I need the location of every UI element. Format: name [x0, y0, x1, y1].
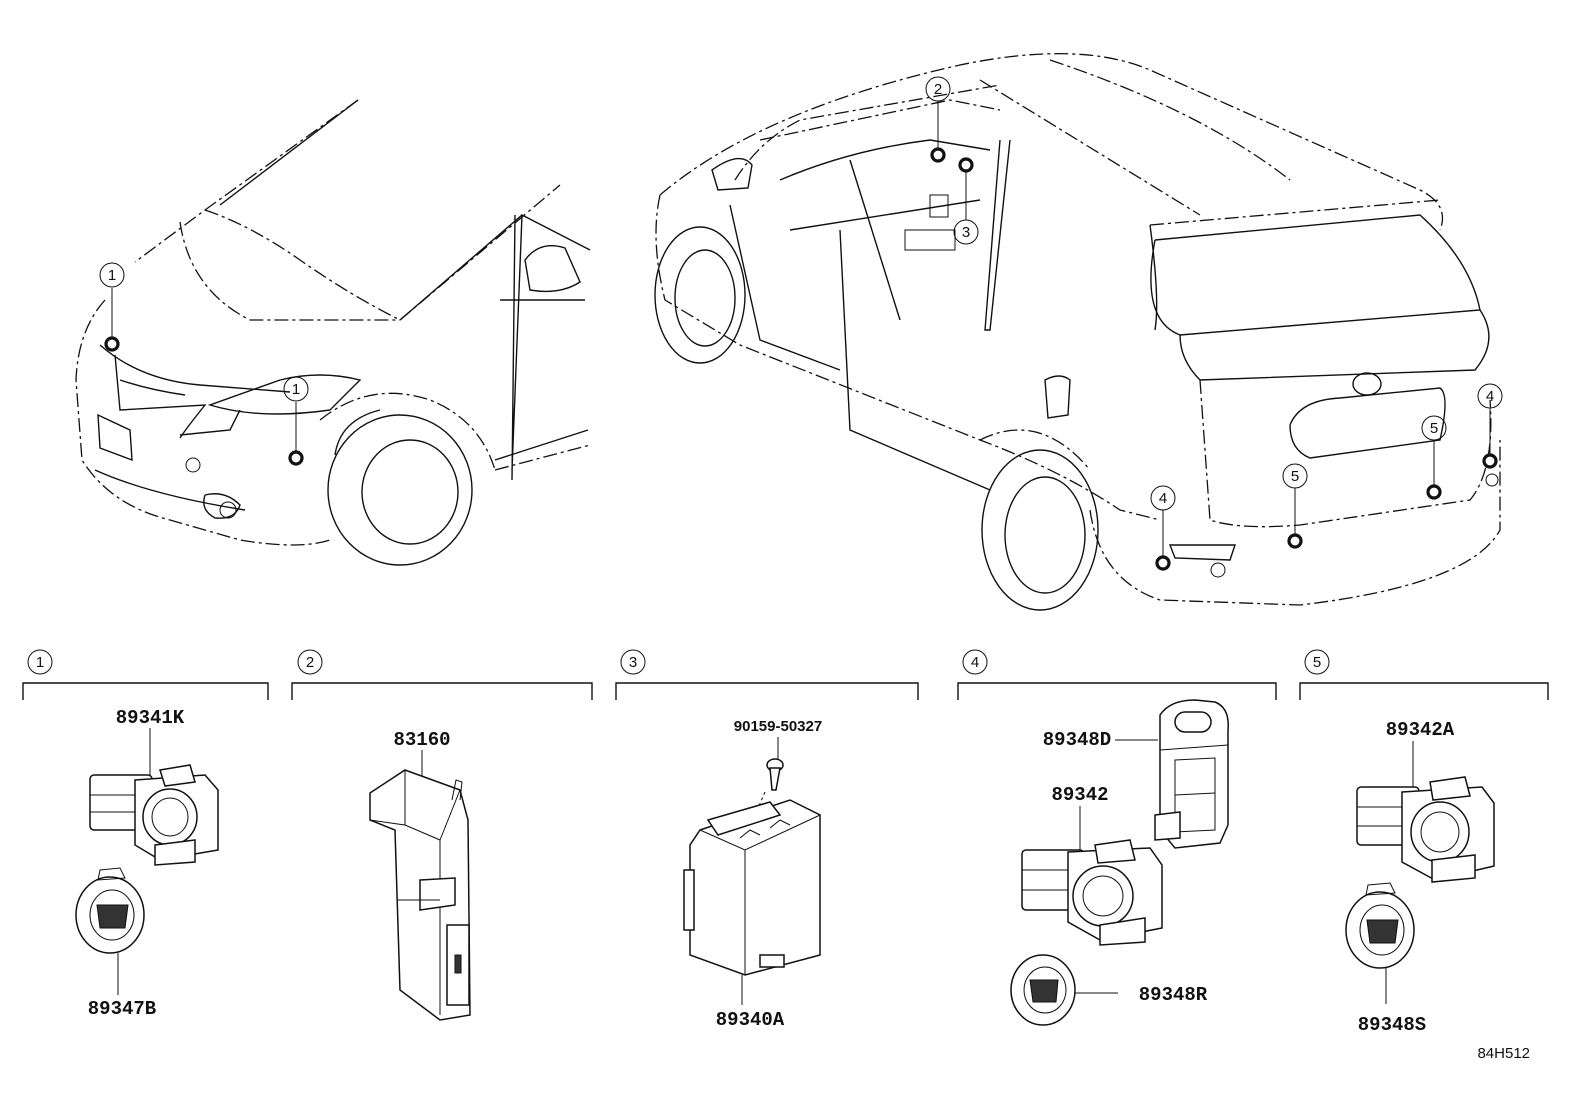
sensor-location-marker	[1155, 555, 1171, 571]
diagram-reference-code: 84H512	[1477, 1045, 1530, 1062]
group-headers: 1 2 3 4 5	[22, 649, 1549, 700]
part-number-89347B: 89347B	[88, 998, 156, 1020]
rear-callout-4-left: 4	[1159, 490, 1167, 507]
rear-vehicle-illustration: 2 3 4 5 5 4	[654, 53, 1503, 611]
sensor-retainer-illustration	[75, 867, 145, 954]
sensor-location-marker	[1287, 533, 1303, 549]
group-3-parts: 90159-50327 89340A	[683, 718, 822, 1031]
sensor-location-marker	[1482, 453, 1498, 469]
rear-callout-2: 2	[934, 81, 942, 98]
group-3-number: 3	[629, 654, 637, 671]
part-number-89340A: 89340A	[716, 1009, 785, 1031]
rear-callout-5-right: 5	[1430, 420, 1438, 437]
clearance-sonar-switch-illustration	[369, 769, 471, 1021]
front-callout-1-right: 1	[292, 381, 300, 398]
screw-illustration	[766, 758, 784, 791]
ultrasonic-sensor-illustration	[1021, 839, 1163, 946]
front-callout-1-left: 1	[108, 267, 116, 284]
group-2-parts: 83160	[369, 729, 471, 1021]
group-1-parts: 89341K 89347B	[75, 707, 219, 1020]
group-5-parts: 89342A 89348S	[1345, 719, 1495, 1036]
sensor-location-marker	[958, 157, 974, 173]
group-4-parts: 89348D 89342 89348R	[1010, 699, 1229, 1026]
sensor-retainer-illustration	[1345, 882, 1415, 969]
sensor-location-marker	[104, 336, 120, 352]
sensor-location-marker	[288, 450, 304, 466]
sensor-holder-illustration	[1154, 699, 1229, 849]
part-number-89348S: 89348S	[1358, 1014, 1426, 1036]
front-vehicle-illustration: 1 1	[75, 99, 591, 566]
part-number-83160: 83160	[393, 729, 450, 751]
group-5-number: 5	[1313, 654, 1321, 671]
rear-callout-3: 3	[962, 224, 970, 241]
group-1-number: 1	[36, 654, 44, 671]
rear-callout-4-right: 4	[1486, 388, 1494, 405]
sensor-location-marker	[930, 147, 946, 163]
sensor-retainer-illustration	[1010, 954, 1076, 1026]
sensor-location-marker	[1426, 484, 1442, 500]
group-2-number: 2	[306, 654, 314, 671]
part-number-89342: 89342	[1051, 784, 1108, 806]
group-4-number: 4	[971, 654, 979, 671]
ultrasonic-sensor-illustration	[89, 764, 219, 866]
part-number-89341K: 89341K	[116, 707, 185, 729]
part-number-90159-50327: 90159-50327	[734, 718, 822, 735]
rear-callout-5-center: 5	[1291, 468, 1299, 485]
clearance-sonar-ecu-illustration	[683, 799, 821, 976]
part-number-89342A: 89342A	[1386, 719, 1455, 741]
ultrasonic-sensor-illustration	[1356, 776, 1495, 883]
part-number-89348R: 89348R	[1139, 984, 1208, 1006]
part-number-89348D: 89348D	[1043, 729, 1111, 751]
